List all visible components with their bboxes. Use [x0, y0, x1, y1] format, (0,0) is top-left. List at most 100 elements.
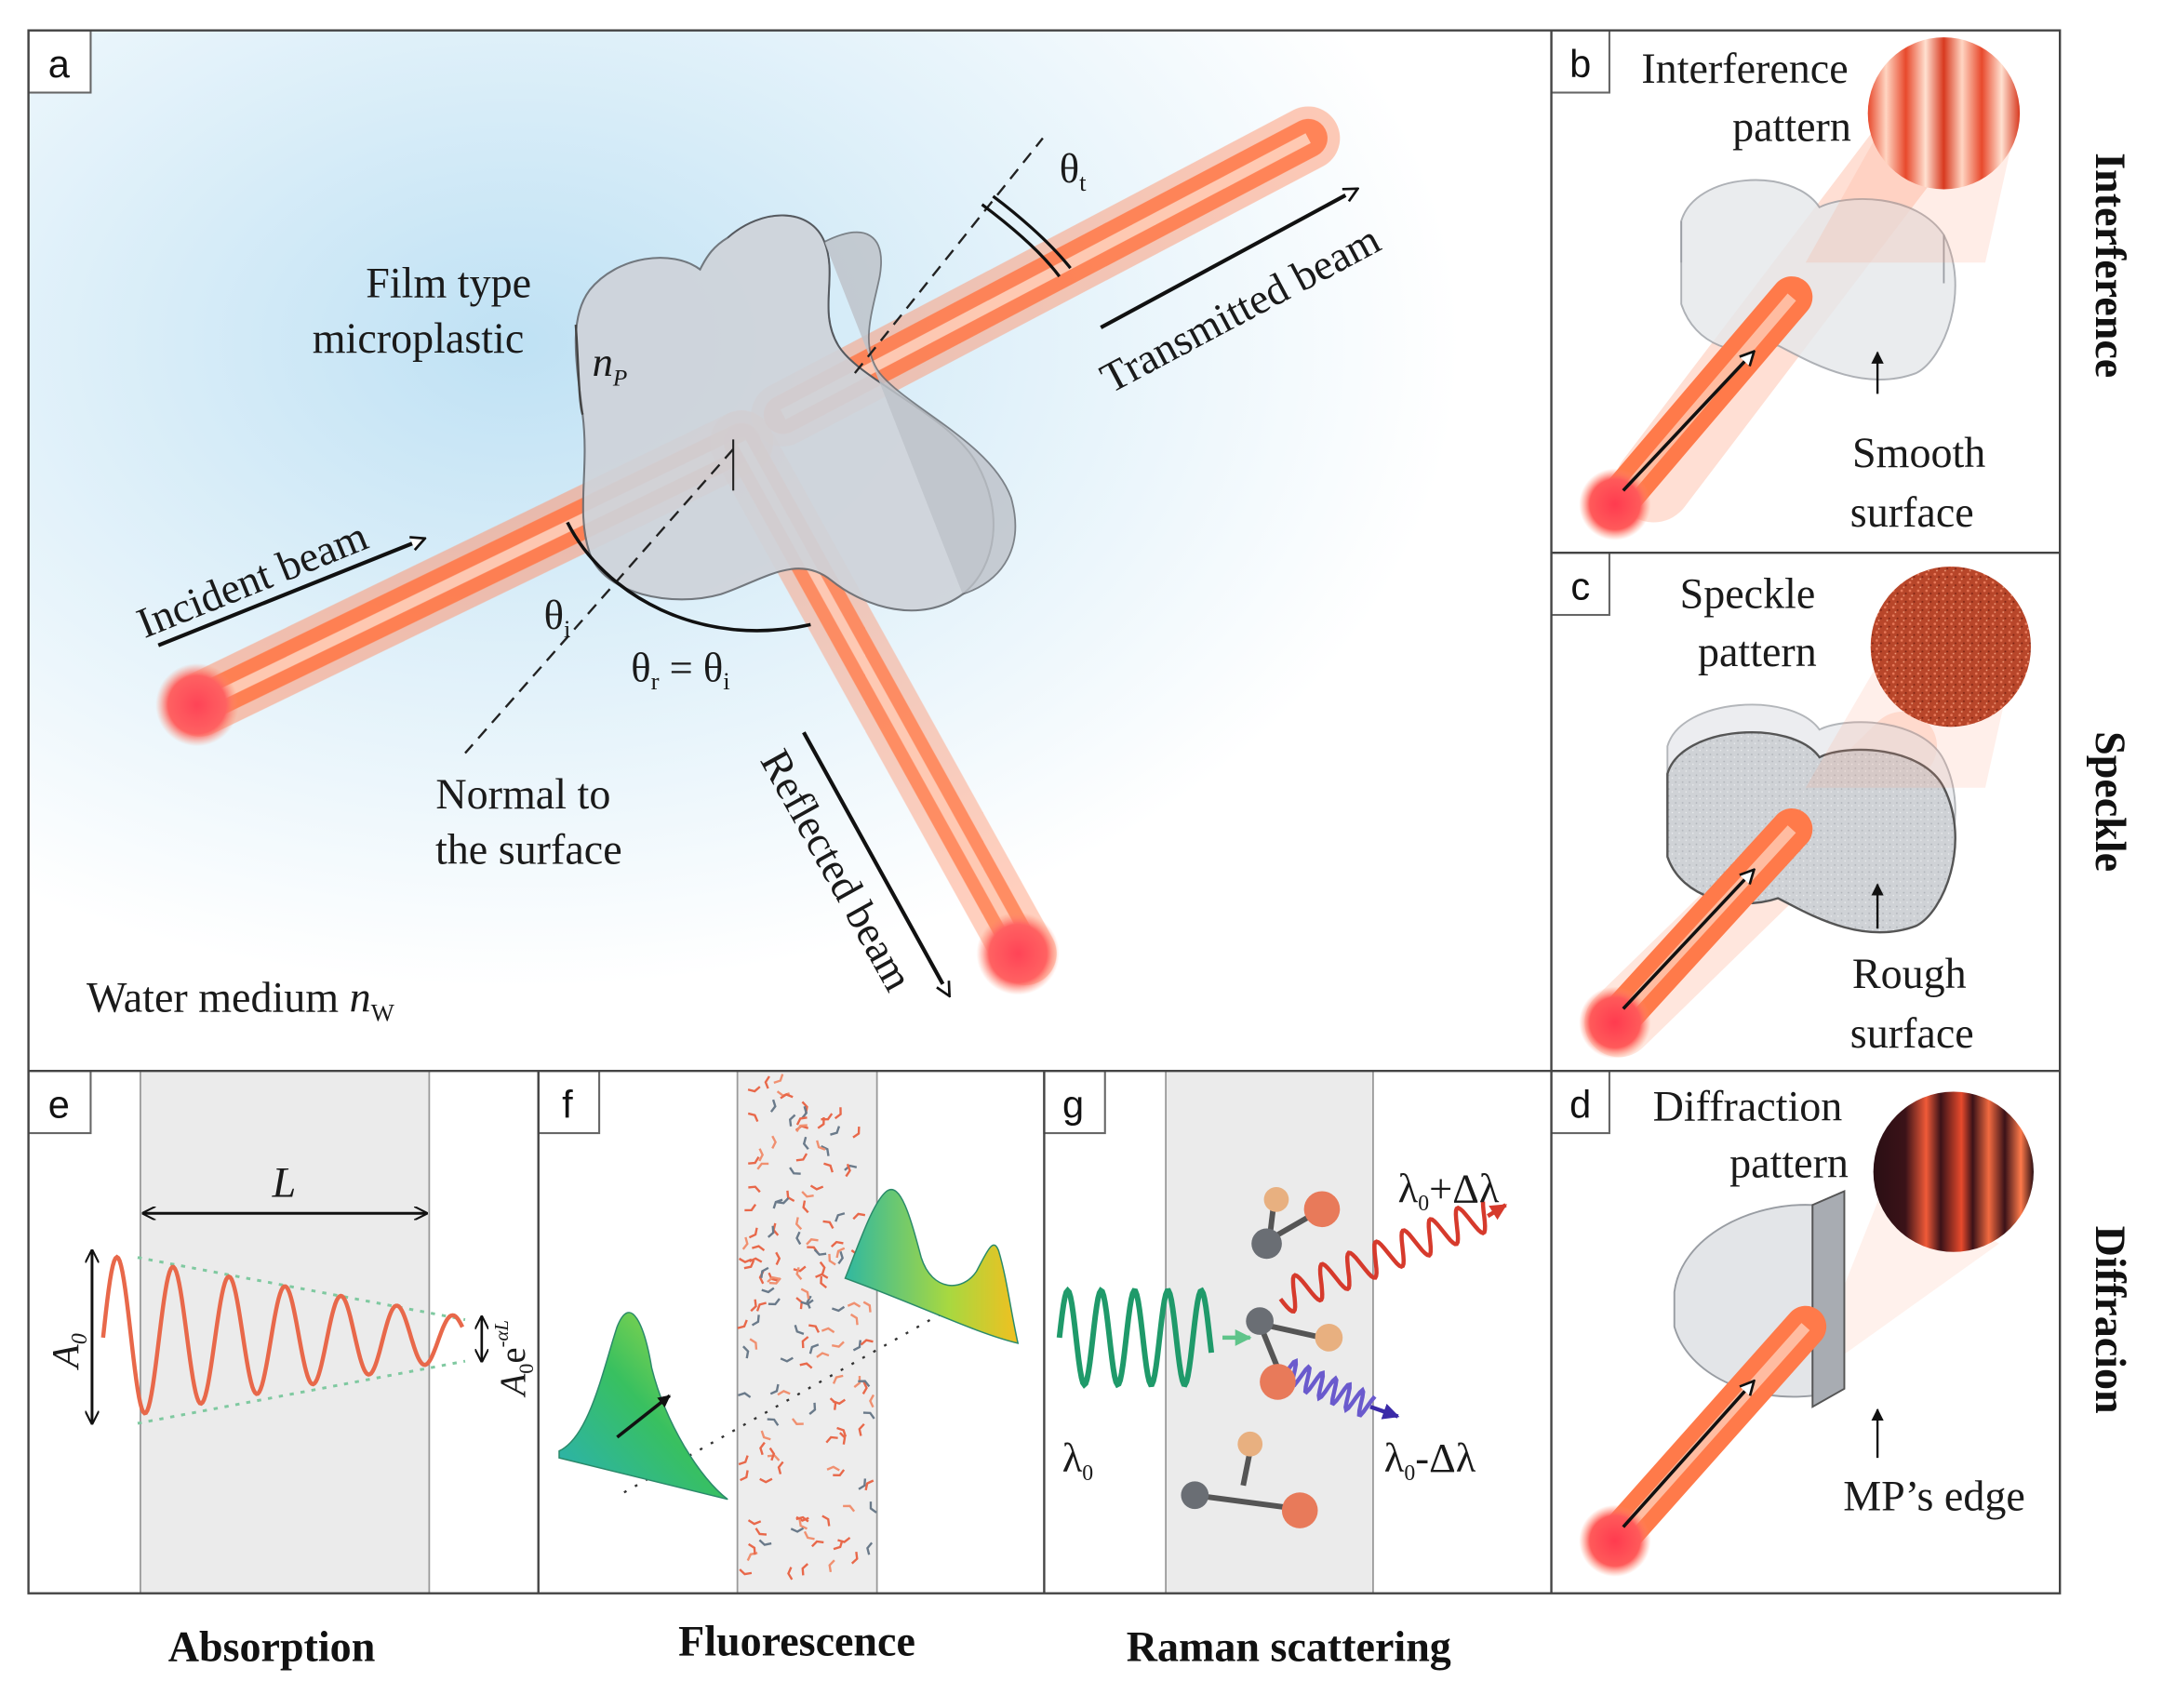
- fluorophore-molecule: [755, 1301, 767, 1312]
- fluorophore-molecule: [794, 1325, 805, 1336]
- diffraction-pattern-image: [1873, 1091, 2034, 1252]
- fluorophore-molecule: [767, 1275, 781, 1283]
- fluorophore-molecule: [776, 1197, 790, 1205]
- microplastic-particle: [574, 214, 1017, 612]
- fluorophore-molecule: [788, 1114, 796, 1127]
- panel-e-letter: e: [48, 1083, 70, 1127]
- normal-label-line1: Normal to: [435, 770, 610, 818]
- fluorophore-molecule: [826, 1465, 840, 1472]
- transmitted-beam-core: [780, 133, 1311, 420]
- reflected-spot: [976, 912, 1060, 995]
- side-label-interference: Interference: [2087, 153, 2134, 378]
- fluorophore-molecule: [748, 1185, 761, 1194]
- fluorophore-molecule: [747, 1086, 761, 1093]
- fluorophore-molecule: [756, 1162, 769, 1170]
- fluorophore-molecule: [808, 1324, 821, 1333]
- fluorophore-molecule: [869, 1501, 877, 1514]
- fluorophore-molecule: [758, 1539, 772, 1546]
- fluorophore-molecule: [742, 1345, 750, 1359]
- panel-b: b Interference pattern Smooth surface: [1550, 29, 2061, 554]
- incident-arrow: [157, 539, 423, 647]
- stokes-wave: [1278, 1201, 1488, 1314]
- fluorophore-molecule: [747, 1519, 762, 1526]
- fluorophore-molecule: [759, 1477, 773, 1484]
- panel-f-letter-box: [537, 1070, 601, 1135]
- fluorophore-molecule: [835, 1247, 846, 1259]
- fluorophore-molecule: [754, 1528, 768, 1536]
- length-label: L: [272, 1158, 297, 1206]
- fluorophore-molecule: [795, 1153, 808, 1162]
- fluorophore-molecule: [738, 1455, 749, 1466]
- fluorophore-molecule: [801, 1563, 809, 1576]
- fluorophore-molecule: [760, 1430, 771, 1441]
- smooth-label-1: Smooth: [1852, 429, 1985, 476]
- fluorophore-molecule: [747, 1112, 759, 1123]
- fluorophore-molecule: [744, 1204, 757, 1212]
- fluorophore-molecule: [794, 1217, 803, 1231]
- speckle-pattern-image: [1870, 567, 2031, 727]
- interference-pattern-image: [1867, 37, 2021, 190]
- fluorophore-molecule: [768, 1298, 781, 1306]
- fluorophore-molecule: [793, 1265, 807, 1273]
- fluorophore-molecule: [795, 1515, 809, 1523]
- speckle-pattern-label-2: pattern: [1698, 628, 1817, 675]
- fluorophore-molecule: [743, 1260, 755, 1270]
- fluorophore-molecule: [808, 1402, 817, 1415]
- fluorophore-molecule: [836, 1426, 848, 1437]
- fluorophore-molecule: [777, 1390, 791, 1396]
- fluorophore-molecule: [834, 1212, 846, 1222]
- fluorophore-molecule: [832, 1374, 844, 1384]
- transmit-normal-line: [853, 137, 1044, 374]
- fluorophore-molecule: [828, 1559, 835, 1573]
- fluorophore-molecule: [852, 1212, 866, 1221]
- fluorophore-molecule: [787, 1567, 794, 1581]
- fluorophore-molecule: [752, 1245, 766, 1251]
- fluorophore-molecule: [819, 1261, 826, 1274]
- fluorophore-molecule: [816, 1352, 830, 1358]
- incident-wave: [1056, 1286, 1215, 1389]
- microplastic-label: microplastic: [313, 314, 525, 362]
- panel-a-letter: a: [48, 42, 71, 86]
- molecule-middle: [1246, 1307, 1343, 1400]
- interference-pattern-label-2: pattern: [1732, 103, 1851, 151]
- fluorophore-molecule: [767, 1225, 775, 1238]
- stokes-minus-label: λ0-Δλ: [1384, 1434, 1476, 1486]
- panel-g-letter: g: [1062, 1083, 1084, 1127]
- beam-c-arrow: [1622, 871, 1754, 1010]
- panel-f-letter: f: [562, 1083, 573, 1127]
- speckle-pattern-label-1: Speckle: [1680, 570, 1816, 618]
- fluorophore-molecule: [866, 1541, 874, 1555]
- panel-a-letter-box: [27, 29, 92, 94]
- fluorophore-molecule: [831, 1305, 846, 1313]
- fluorophore-molecule: [786, 1190, 795, 1203]
- interference-pattern-label-1: Interference: [1641, 45, 1848, 92]
- fluorophore-molecule: [860, 1339, 874, 1346]
- panel-c-letter-box: [1550, 552, 1610, 617]
- fluorophore-molecule: [772, 1198, 783, 1209]
- molecule-top: [1251, 1186, 1341, 1260]
- fluorophore-molecule: [800, 1299, 814, 1306]
- fluorophore-molecule: [853, 1376, 861, 1389]
- fluorophore-molecule: [738, 1392, 752, 1398]
- fluorophore-molecule: [862, 1411, 875, 1420]
- fluorophore-molecule: [769, 1099, 777, 1113]
- fluorophore-molecule: [760, 1266, 769, 1278]
- fluorophore-molecule: [850, 1552, 859, 1565]
- fluorophore-molecule: [761, 1287, 775, 1294]
- fluorophore-molecule: [748, 1155, 760, 1165]
- fluorophore-molecule: [789, 1167, 801, 1175]
- caption-raman: Raman scattering: [1127, 1622, 1451, 1670]
- fluorophore-molecule: [817, 1116, 825, 1129]
- fluorophore-molecule: [737, 1319, 748, 1329]
- fluorophore-molecule: [823, 1162, 834, 1173]
- panel-e: e L A0 A0e-αL: [27, 1070, 539, 1594]
- fluorophore-molecule: [749, 1257, 763, 1263]
- fluorophore-molecule: [748, 1227, 758, 1239]
- fluorophore-molecule: [821, 1327, 835, 1334]
- excitation-arrow: [616, 1394, 671, 1439]
- fluorophore-molecule: [861, 1381, 868, 1394]
- molecule-bottom: [1181, 1431, 1318, 1528]
- fluorophore-molecule: [780, 1356, 794, 1363]
- fluorophore-molecule: [800, 1288, 810, 1300]
- fluorophore-molecule: [830, 1126, 841, 1136]
